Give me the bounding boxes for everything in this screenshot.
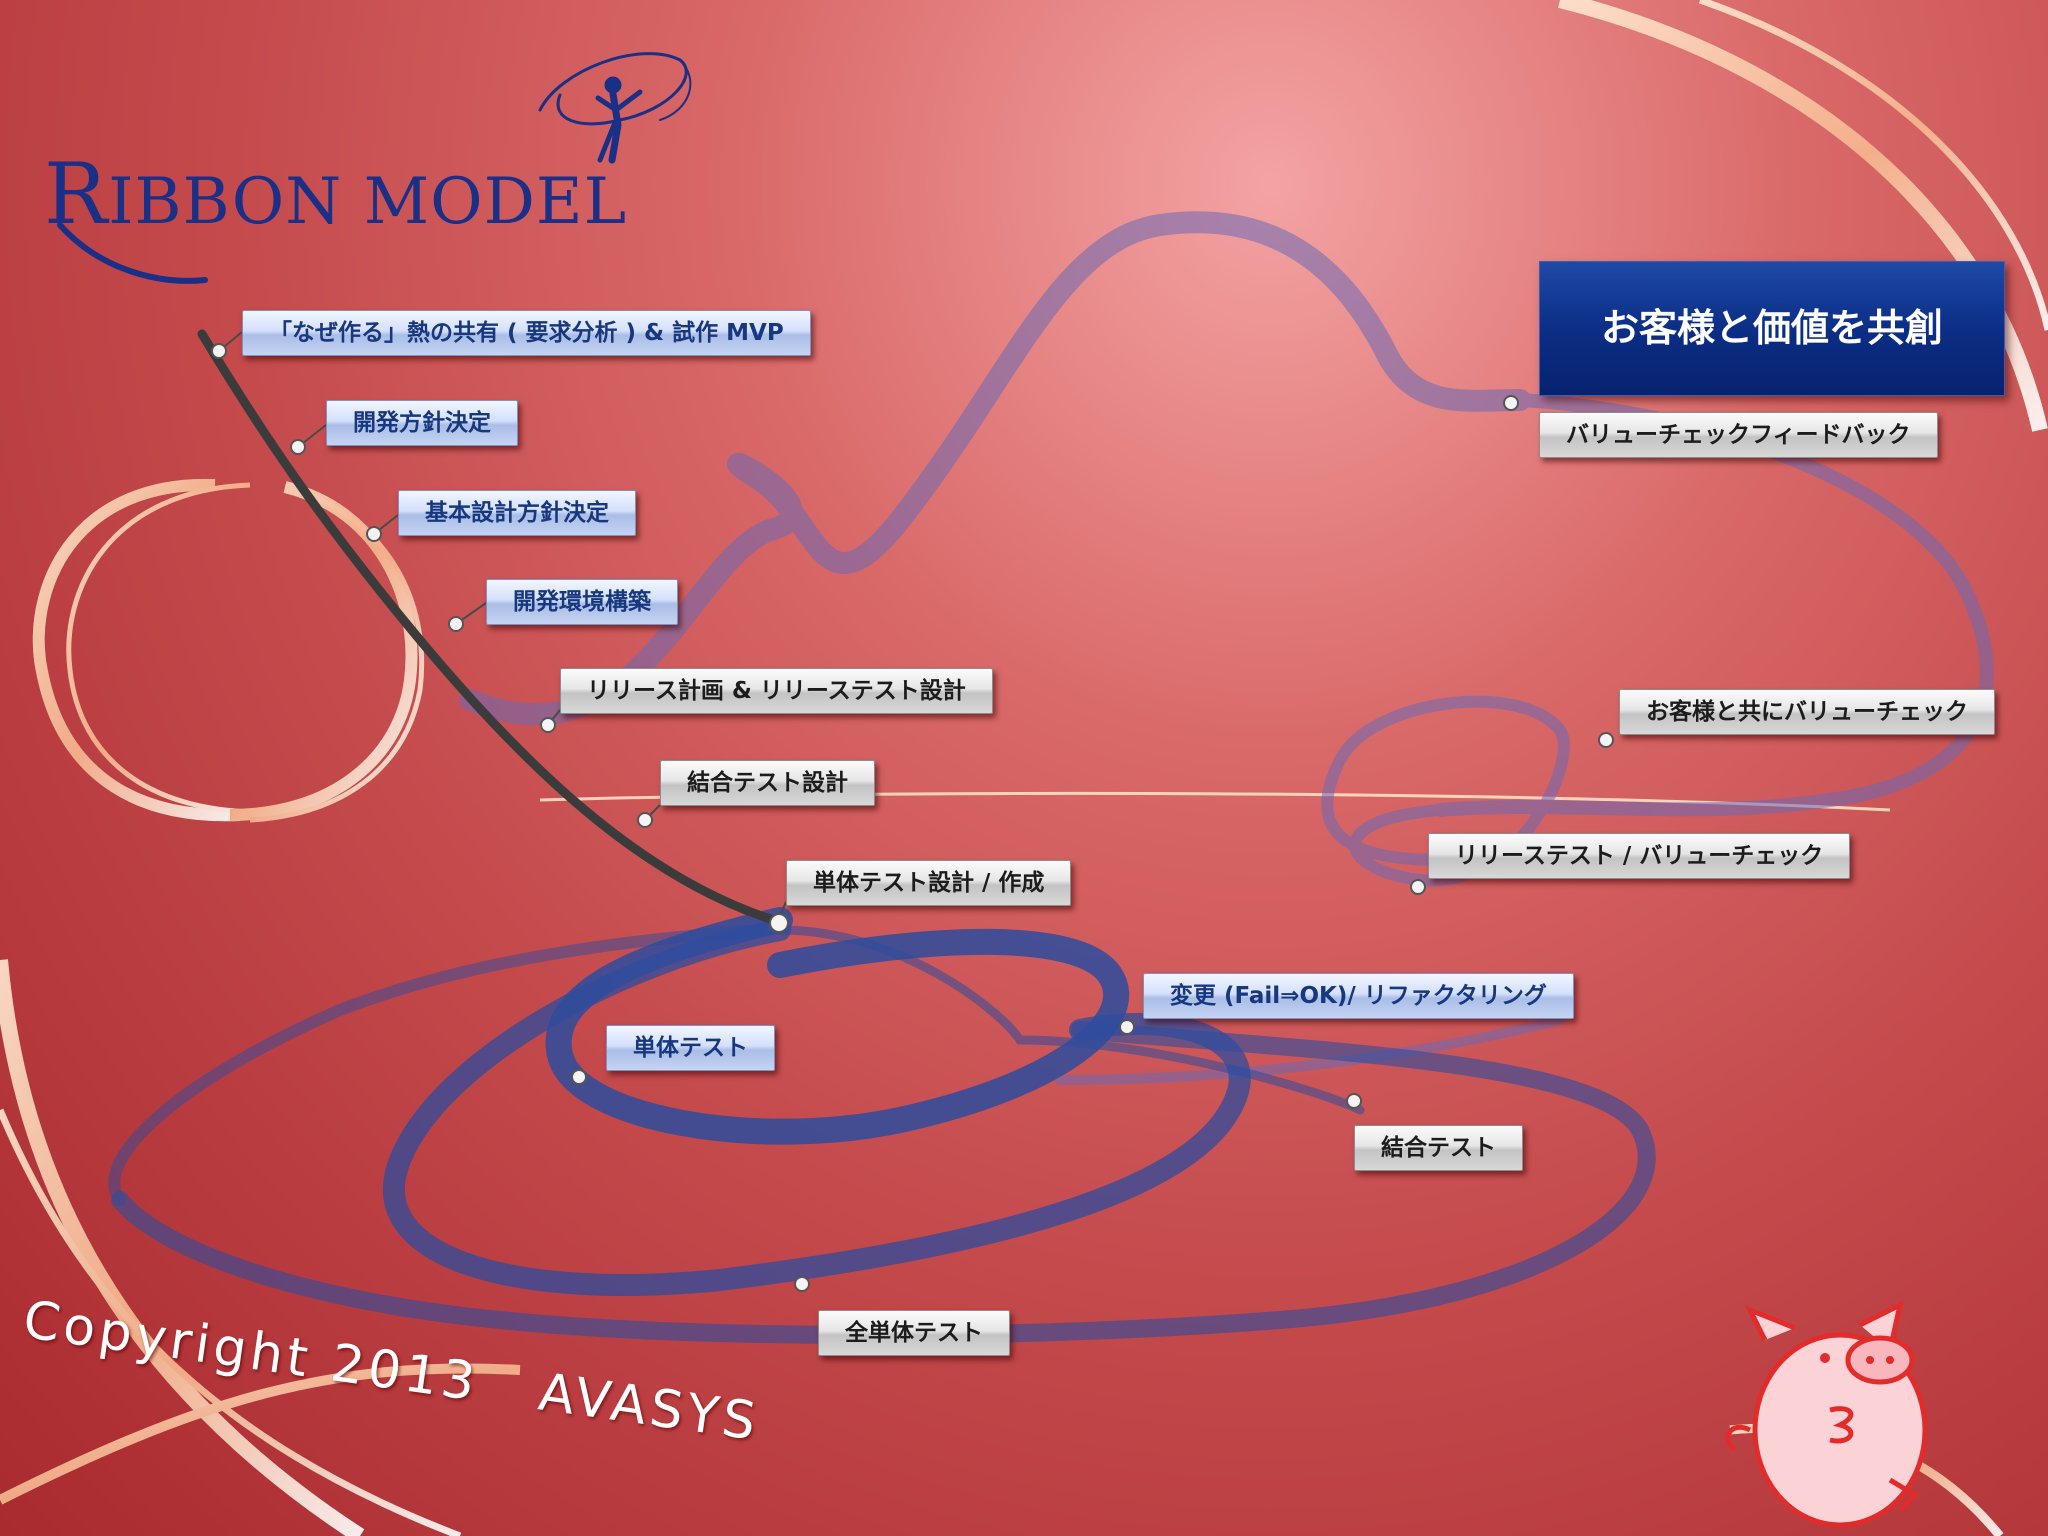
planning-ribbon bbox=[197, 329, 785, 927]
rhythmic-gymnast-icon bbox=[57, 52, 692, 284]
label-release-test-value-check: リリーステスト / バリューチェック bbox=[1428, 833, 1851, 879]
label-dev-env-setup: 開発環境構築 bbox=[486, 579, 678, 625]
blue-ribbon bbox=[108, 907, 1656, 1344]
label-basic-design-policy: 基本設計方針決定 bbox=[398, 490, 636, 536]
label-dev-policy: 開発方針決定 bbox=[326, 400, 518, 446]
logo-rest: IBBON MODEL bbox=[108, 165, 628, 239]
label-change-refactor: 変更 (Fail⇒OK)/ リファクタリング bbox=[1143, 973, 1574, 1019]
pig-mascot-icon bbox=[1725, 1300, 1928, 1528]
label-unit-test-design: 単体テスト設計 / 作成 bbox=[786, 860, 1072, 906]
label-release-plan: リリース計画 & リリーステスト設計 bbox=[560, 668, 993, 714]
label-integration-test-design: 結合テスト設計 bbox=[660, 760, 875, 806]
label-value-check-with-customer: お客様と共にバリューチェック bbox=[1619, 689, 1995, 735]
cta-co-create-value: お客様と価値を共創 bbox=[1539, 261, 2005, 396]
logo-title: RIBBON MODEL bbox=[44, 145, 627, 243]
label-requirements-mvp: 「なぜ作る」熱の共有 ( 要求分析 ) & 試作 MVP bbox=[242, 310, 811, 356]
label-unit-test: 単体テスト bbox=[606, 1025, 775, 1071]
logo-first-letter: R bbox=[44, 145, 109, 243]
label-integration-test: 結合テスト bbox=[1354, 1125, 1523, 1171]
label-all-unit-test: 全単体テスト bbox=[818, 1310, 1010, 1356]
label-value-check-feedback: バリューチェックフィードバック bbox=[1539, 412, 1938, 458]
connection-points bbox=[211, 343, 1614, 1292]
